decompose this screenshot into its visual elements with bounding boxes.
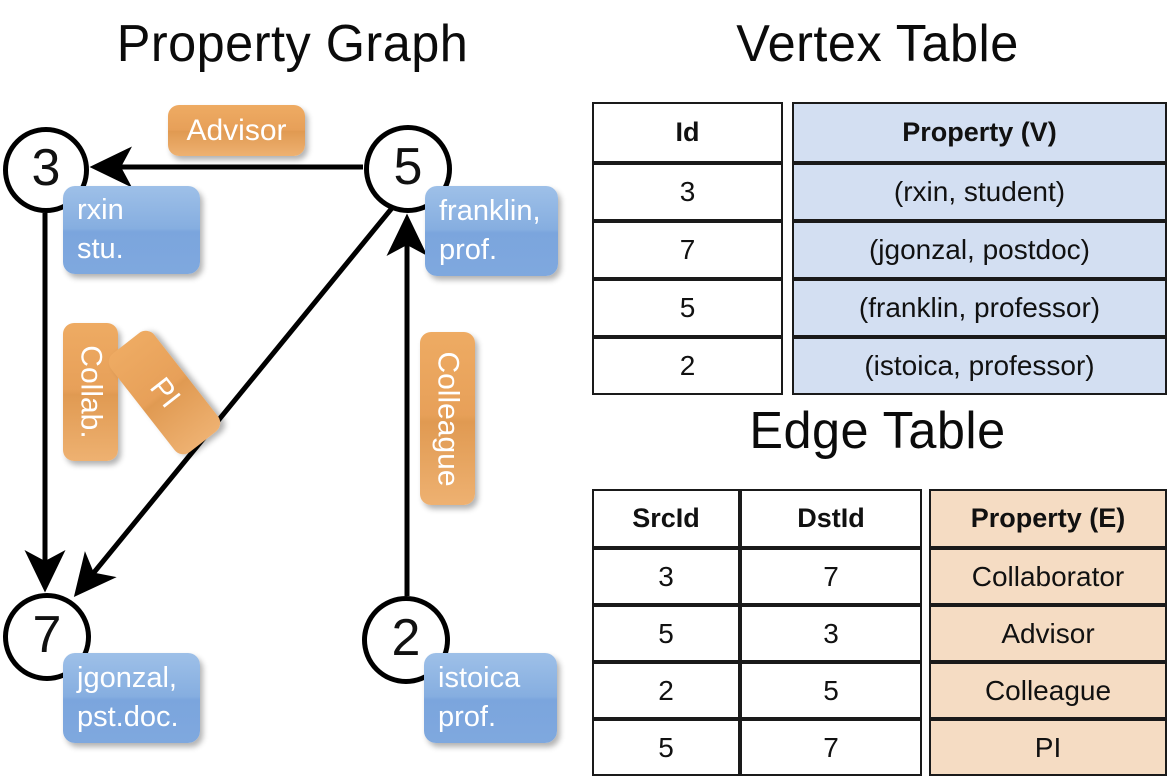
edge-label-advisor: Advisor xyxy=(168,105,305,156)
edge-cell-srcid: 3 xyxy=(592,548,740,605)
column-gap xyxy=(783,221,792,279)
column-gap xyxy=(922,489,929,548)
edge-table-title: Edge Table xyxy=(749,402,1006,460)
edge-label-collab: Collab. xyxy=(63,323,118,461)
vertex-header-property: Property (V) xyxy=(792,102,1167,163)
property-graph-title: Property Graph xyxy=(116,15,469,73)
vertex-table-panel: Vertex Table Id Property (V) 3 (rxin, st… xyxy=(585,0,1170,395)
edge-label-collab-text: Collab. xyxy=(74,345,108,439)
graph-node-5[interactable]: 5 xyxy=(364,125,452,213)
table-row[interactable]: 2 5 Colleague xyxy=(592,662,1167,719)
edge-label-colleague-text: Colleague xyxy=(431,350,465,487)
vertex-cell-property: (franklin, professor) xyxy=(792,279,1167,337)
table-row[interactable]: 3 7 Collaborator xyxy=(592,548,1167,605)
table-row[interactable]: 5 (franklin, professor) xyxy=(592,279,1167,337)
edge-cell-property: Collaborator xyxy=(929,548,1167,605)
table-header-row: SrcId DstId Property (E) xyxy=(592,489,1167,548)
node-property-line: stu. xyxy=(77,233,124,265)
node-property-line: prof. xyxy=(439,234,498,266)
vertex-cell-property: (rxin, student) xyxy=(792,163,1167,221)
property-graph-panel: Property Graph 3 5 7 2 rxin stu. frankli… xyxy=(0,0,585,760)
vertex-table-title: Vertex Table xyxy=(736,15,1019,73)
table-header-row: Id Property (V) xyxy=(592,102,1167,163)
node-property-line: pst.doc. xyxy=(77,701,179,733)
vertex-cell-id: 7 xyxy=(592,221,783,279)
vertex-cell-id: 3 xyxy=(592,163,783,221)
node-property-box-jgonzal: jgonzal, pst.doc. xyxy=(63,653,200,743)
edge-5-to-7 xyxy=(73,206,394,598)
edge-cell-srcid: 5 xyxy=(592,605,740,662)
vertex-cell-property: (istoica, professor) xyxy=(792,337,1167,395)
node-property-box-rxin: rxin stu. xyxy=(63,186,200,274)
node-property-box-istoica: istoica prof. xyxy=(424,653,557,743)
column-gap xyxy=(922,662,929,719)
node-property-line: prof. xyxy=(438,701,497,733)
table-row[interactable]: 3 (rxin, student) xyxy=(592,163,1167,221)
node-property-line: franklin, xyxy=(439,194,541,227)
node-property-line: istoica xyxy=(438,661,521,694)
edge-cell-dstid: 7 xyxy=(740,719,922,776)
edge-cell-srcid: 2 xyxy=(592,662,740,719)
edge-cell-property: Colleague xyxy=(929,662,1167,719)
edge-table: SrcId DstId Property (E) 3 7 Collaborato… xyxy=(592,489,1167,776)
vertex-header-id: Id xyxy=(592,102,783,163)
graph-node-2-label: 2 xyxy=(391,609,421,667)
column-gap xyxy=(922,719,929,776)
edge-table-panel: Edge Table SrcId DstId Property (E) 3 7 … xyxy=(585,390,1170,776)
column-gap xyxy=(783,163,792,221)
column-gap xyxy=(922,548,929,605)
edge-cell-property: PI xyxy=(929,719,1167,776)
edge-cell-property: Advisor xyxy=(929,605,1167,662)
vertex-table: Id Property (V) 3 (rxin, student) 7 (jgo… xyxy=(592,102,1167,395)
graph-edges xyxy=(24,146,428,598)
vertex-cell-id: 2 xyxy=(592,337,783,395)
edge-cell-dstid: 5 xyxy=(740,662,922,719)
table-row[interactable]: 2 (istoica, professor) xyxy=(592,337,1167,395)
graph-node-3-label: 3 xyxy=(31,139,61,197)
column-gap xyxy=(783,279,792,337)
node-property-box-franklin: franklin, prof. xyxy=(425,186,558,276)
edge-header-dstid: DstId xyxy=(740,489,922,548)
column-gap xyxy=(922,605,929,662)
table-row[interactable]: 5 7 PI xyxy=(592,719,1167,776)
edge-label-pi-text: PI xyxy=(143,370,187,414)
edge-cell-dstid: 3 xyxy=(740,605,922,662)
graph-node-5-label: 5 xyxy=(393,138,423,196)
edge-label-advisor-text: Advisor xyxy=(186,113,287,147)
edge-cell-dstid: 7 xyxy=(740,548,922,605)
graph-node-7-label: 7 xyxy=(32,606,62,664)
column-gap xyxy=(783,337,792,395)
table-row[interactable]: 5 3 Advisor xyxy=(592,605,1167,662)
edge-label-colleague: Colleague xyxy=(420,332,475,505)
table-row[interactable]: 7 (jgonzal, postdoc) xyxy=(592,221,1167,279)
column-gap xyxy=(783,102,792,163)
edge-cell-srcid: 5 xyxy=(592,719,740,776)
vertex-cell-id: 5 xyxy=(592,279,783,337)
vertex-cell-property: (jgonzal, postdoc) xyxy=(792,221,1167,279)
edge-header-property: Property (E) xyxy=(929,489,1167,548)
node-property-line: rxin xyxy=(77,193,124,226)
graph-node-2[interactable]: 2 xyxy=(362,596,450,684)
node-property-line: jgonzal, xyxy=(77,661,177,694)
edge-header-srcid: SrcId xyxy=(592,489,740,548)
